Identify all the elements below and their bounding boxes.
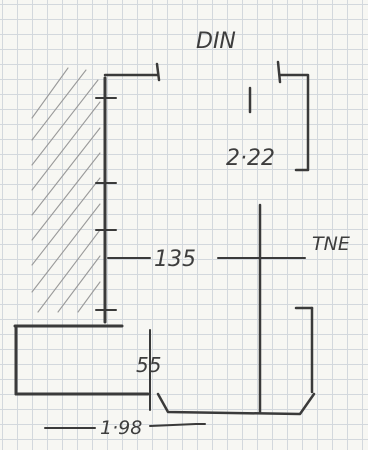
label-height: 135 <box>154 247 196 272</box>
label-din: DIN <box>196 29 236 54</box>
left-wall-profile <box>95 62 161 324</box>
base-dimension <box>44 423 206 429</box>
label-gap: 2·22 <box>226 146 275 171</box>
tray-profile <box>156 306 316 416</box>
base-block <box>13 324 150 396</box>
label-step: 55 <box>136 353 161 377</box>
wall-hatching <box>31 67 101 313</box>
gap-dimension <box>248 60 310 172</box>
label-base: 1·98 <box>100 417 142 439</box>
label-tne: TNE <box>312 233 350 255</box>
